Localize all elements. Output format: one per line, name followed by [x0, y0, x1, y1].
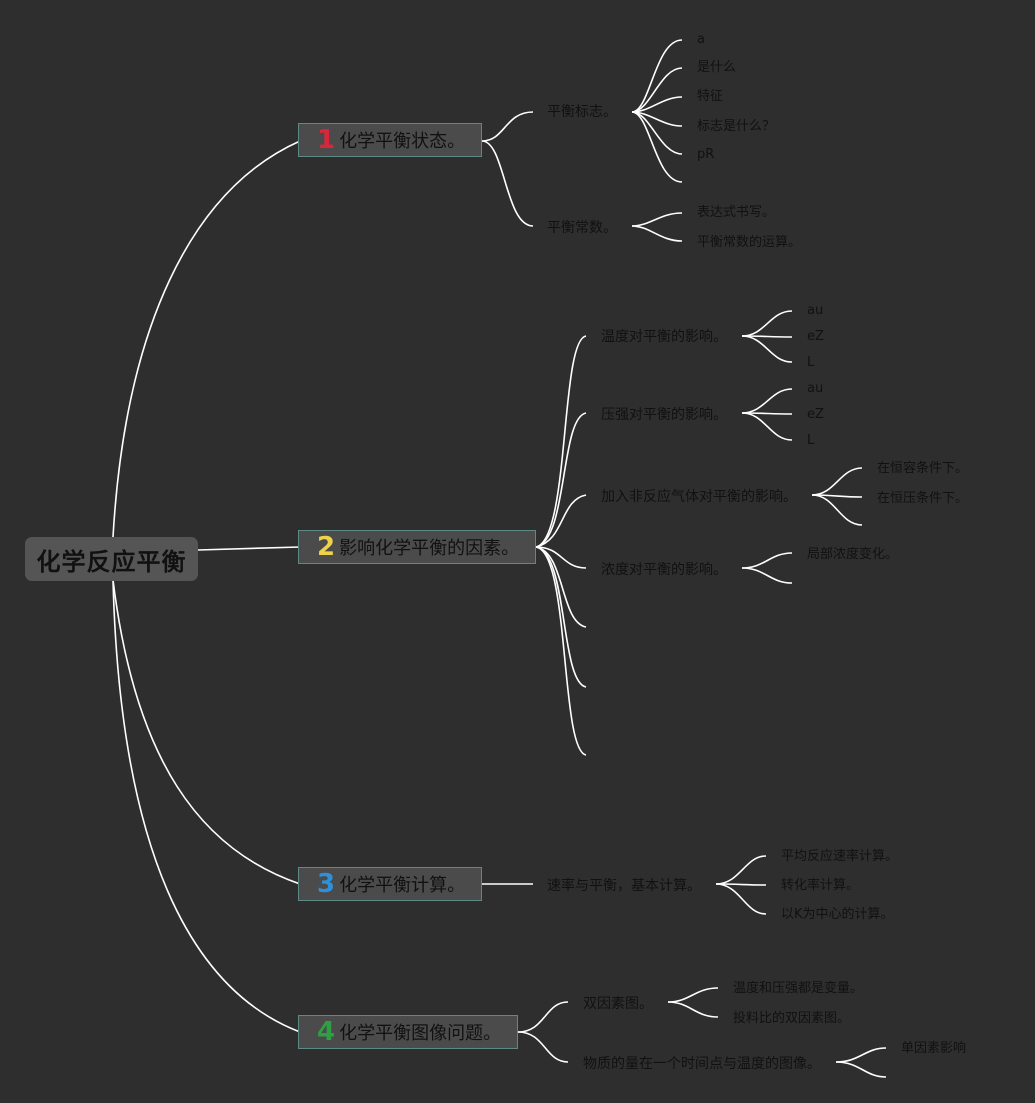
link-root-branch-3	[112, 579, 301, 885]
link-b1-balance-sign	[481, 111, 534, 142]
root-topic[interactable]: 化学反应平衡	[25, 537, 198, 581]
leaf-feed-ratio[interactable]: 投料比的双因素图。	[733, 1011, 851, 1026]
link-b2-empty-3	[535, 546, 587, 756]
branch-2-topic[interactable]: 2 影响化学平衡的因素。	[298, 530, 536, 564]
leaf-local-concentration[interactable]: 局部浓度变化。	[807, 547, 899, 562]
leaf-temp-pressure-variables[interactable]: 温度和压强都是变量。	[733, 981, 864, 996]
leaf-pR[interactable]: pR	[697, 147, 715, 162]
subtopic-balance-constant[interactable]: 平衡常数。	[547, 220, 617, 236]
leaf-what-sign[interactable]: 标志是什么？	[697, 119, 776, 134]
branch-3-topic[interactable]: 3 化学平衡计算。	[298, 867, 482, 901]
subtopic-inert-gas-effect[interactable]: 加入非反应气体对平衡的影响。	[601, 489, 797, 505]
leaf-pressure-L[interactable]: L	[807, 433, 815, 448]
link-b4-double-factor	[517, 1001, 569, 1033]
link-b2-temperature	[535, 335, 587, 548]
branch-3-number: 3	[317, 869, 336, 899]
branch-4-number: 4	[317, 1017, 336, 1047]
link-b1-balance-const	[481, 140, 534, 227]
link-b2-inert-gas	[535, 494, 587, 548]
leaf-average-rate[interactable]: 平均反应速率计算。	[781, 849, 899, 864]
leaf-a[interactable]: a	[697, 32, 705, 47]
link-b2-concentration	[535, 546, 587, 569]
link-b2-empty-1	[535, 546, 587, 628]
branch-3-label: 化学平衡计算。	[339, 875, 466, 896]
leaf-pressure-au[interactable]: au	[807, 381, 824, 396]
link-root-branch-4	[112, 579, 301, 1033]
leaf-temp-L[interactable]: L	[807, 355, 815, 370]
subtopic-temperature-effect[interactable]: 温度对平衡的影响。	[601, 329, 727, 345]
leaf-features[interactable]: 特征	[697, 89, 724, 104]
link-root-branch-1	[112, 140, 301, 538]
leaf-expression-writing[interactable]: 表达式书写。	[697, 205, 776, 220]
link-b2-pressure	[535, 412, 587, 548]
subtopic-balance-sign[interactable]: 平衡标志。	[547, 104, 617, 120]
branch-1-number: 1	[317, 125, 336, 155]
branch-2-label: 影响化学平衡的因素。	[339, 538, 520, 559]
leaf-temp-eZ[interactable]: eZ	[807, 329, 824, 344]
leaf-k-centered[interactable]: 以K为中心的计算。	[781, 907, 894, 922]
leaf-constant-pressure[interactable]: 在恒压条件下。	[877, 491, 969, 506]
branch-2-number: 2	[317, 532, 336, 562]
leaf-conversion-rate[interactable]: 转化率计算。	[781, 878, 860, 893]
subtopic-amount-temperature[interactable]: 物质的量在一个时间点与温度的图像。	[583, 1056, 821, 1072]
link-b4-amount-temp	[517, 1031, 569, 1063]
leaf-pressure-eZ[interactable]: eZ	[807, 407, 824, 422]
subtopic-rate-basic-calc[interactable]: 速率与平衡，基本计算。	[547, 878, 701, 894]
subtopic-pressure-effect[interactable]: 压强对平衡的影响。	[601, 407, 727, 423]
subtopic-concentration-effect[interactable]: 浓度对平衡的影响。	[601, 562, 727, 578]
branch-4-topic[interactable]: 4 化学平衡图像问题。	[298, 1015, 518, 1049]
link-root-branch-2	[197, 546, 301, 551]
leaf-constant-operation[interactable]: 平衡常数的运算。	[697, 235, 802, 250]
branch-4-label: 化学平衡图像问题。	[339, 1023, 502, 1044]
leaf-temp-au[interactable]: au	[807, 303, 824, 318]
subtopic-double-factor[interactable]: 双因素图。	[583, 996, 653, 1012]
branch-1-topic[interactable]: 1 化学平衡状态。	[298, 123, 482, 157]
branch-1-label: 化学平衡状态。	[339, 131, 466, 152]
leaf-single-factor[interactable]: 单因素影响	[901, 1041, 967, 1056]
leaf-constant-volume[interactable]: 在恒容条件下。	[877, 461, 969, 476]
leaf-what-is[interactable]: 是什么	[697, 60, 737, 75]
